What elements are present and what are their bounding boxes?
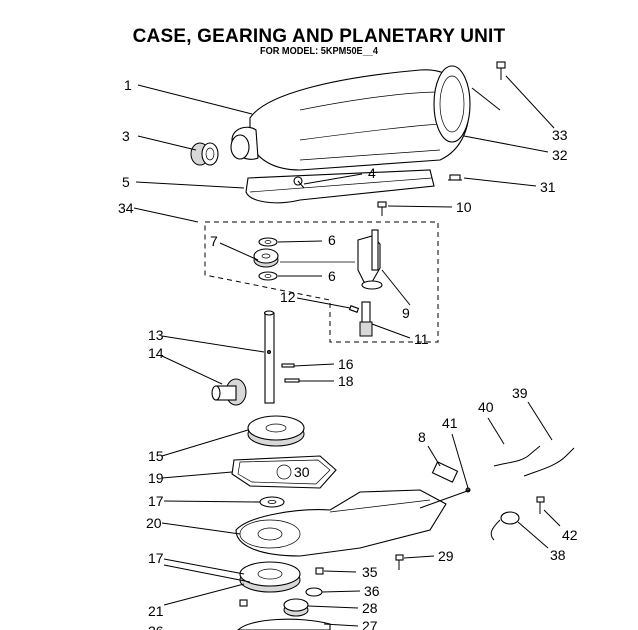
callout-17-upper: 17 xyxy=(148,493,164,509)
callout-42: 42 xyxy=(562,527,578,543)
callout-6-upper: 6 xyxy=(328,232,336,248)
callout-5: 5 xyxy=(122,174,130,190)
callout-28: 28 xyxy=(362,600,378,616)
base-cover-part xyxy=(245,169,435,204)
planetary-assembly-box xyxy=(204,221,439,343)
screw-10-part xyxy=(377,201,387,216)
screw-35-part xyxy=(315,567,324,575)
callout-27: 27 xyxy=(362,618,378,630)
callout-15: 15 xyxy=(148,448,164,464)
callout-31: 31 xyxy=(540,179,556,195)
callout-34: 34 xyxy=(118,200,134,216)
worm-shaft-13-part xyxy=(263,310,275,404)
callout-19: 19 xyxy=(148,470,164,486)
planetary-bracket-9-part xyxy=(280,229,383,290)
screw-42-part xyxy=(536,496,545,514)
washer-6-lower-part xyxy=(258,271,278,281)
callout-26: 26 xyxy=(148,623,164,630)
diagram-subtitle: FOR MODEL: 5KPM50E__4 xyxy=(259,46,379,57)
callout-20: 20 xyxy=(146,515,162,531)
leader-lines xyxy=(133,75,561,627)
callout-4: 4 xyxy=(368,165,376,181)
diagram-title: CASE, GEARING AND PLANETARY UNIT xyxy=(132,26,506,47)
callout-14: 14 xyxy=(148,345,164,361)
callout-18: 18 xyxy=(338,373,354,389)
callout-1: 1 xyxy=(124,77,132,93)
gear-28-part xyxy=(283,598,309,617)
callout-10: 10 xyxy=(456,199,472,215)
motor-housing-part xyxy=(230,65,471,171)
worm-follower-14-part xyxy=(211,378,247,406)
callout-29: 29 xyxy=(438,548,454,564)
screw-21-part xyxy=(239,599,248,607)
screw-33-part xyxy=(471,61,506,111)
callout-7: 7 xyxy=(210,233,218,249)
callout-3: 3 xyxy=(122,128,130,144)
callout-6-lower: 6 xyxy=(328,268,336,284)
gasket-19-part xyxy=(231,455,337,489)
callout-41: 41 xyxy=(442,415,458,431)
callout-13: 13 xyxy=(148,327,164,343)
pinion-gear-7-part xyxy=(253,248,279,268)
worm-gear-15-part xyxy=(247,415,305,447)
callout-16: 16 xyxy=(338,356,354,372)
gear-17-lower-part xyxy=(239,561,301,593)
screw-4-part xyxy=(293,176,305,189)
callout-30: 30 xyxy=(294,464,310,480)
washer-6-upper-part xyxy=(258,237,278,247)
wire-39-part xyxy=(523,447,575,477)
hub-plug-part xyxy=(190,142,219,166)
callout-33: 33 xyxy=(552,127,568,143)
washer-17-upper-part xyxy=(259,496,285,508)
callout-12: 12 xyxy=(280,289,296,305)
screw-31-part xyxy=(448,174,462,181)
housing-27-part xyxy=(237,618,331,630)
callout-39: 39 xyxy=(512,385,528,401)
callout-11: 11 xyxy=(414,331,429,347)
callout-21: 21 xyxy=(148,603,164,619)
callout-17-lower: 17 xyxy=(148,550,164,566)
callout-9: 9 xyxy=(402,305,410,321)
callout-32: 32 xyxy=(552,147,568,163)
callout-35: 35 xyxy=(362,564,378,580)
callout-36: 36 xyxy=(364,583,380,599)
callout-40: 40 xyxy=(478,399,494,415)
pin-12-part xyxy=(348,305,360,313)
agitator-shaft-11-part xyxy=(359,301,373,337)
callout-labels: 1 3 5 34 7 6 6 4 10 31 33 32 9 12 11 13 … xyxy=(118,77,578,630)
callout-8: 8 xyxy=(418,429,426,445)
wire-40-part xyxy=(493,445,541,467)
motor-control-38-part xyxy=(490,511,520,541)
pin-16-part xyxy=(281,363,295,368)
screw-29-part xyxy=(395,554,404,570)
pin-18-part xyxy=(284,378,300,383)
ring-36-part xyxy=(305,587,323,597)
callout-38: 38 xyxy=(550,547,566,563)
